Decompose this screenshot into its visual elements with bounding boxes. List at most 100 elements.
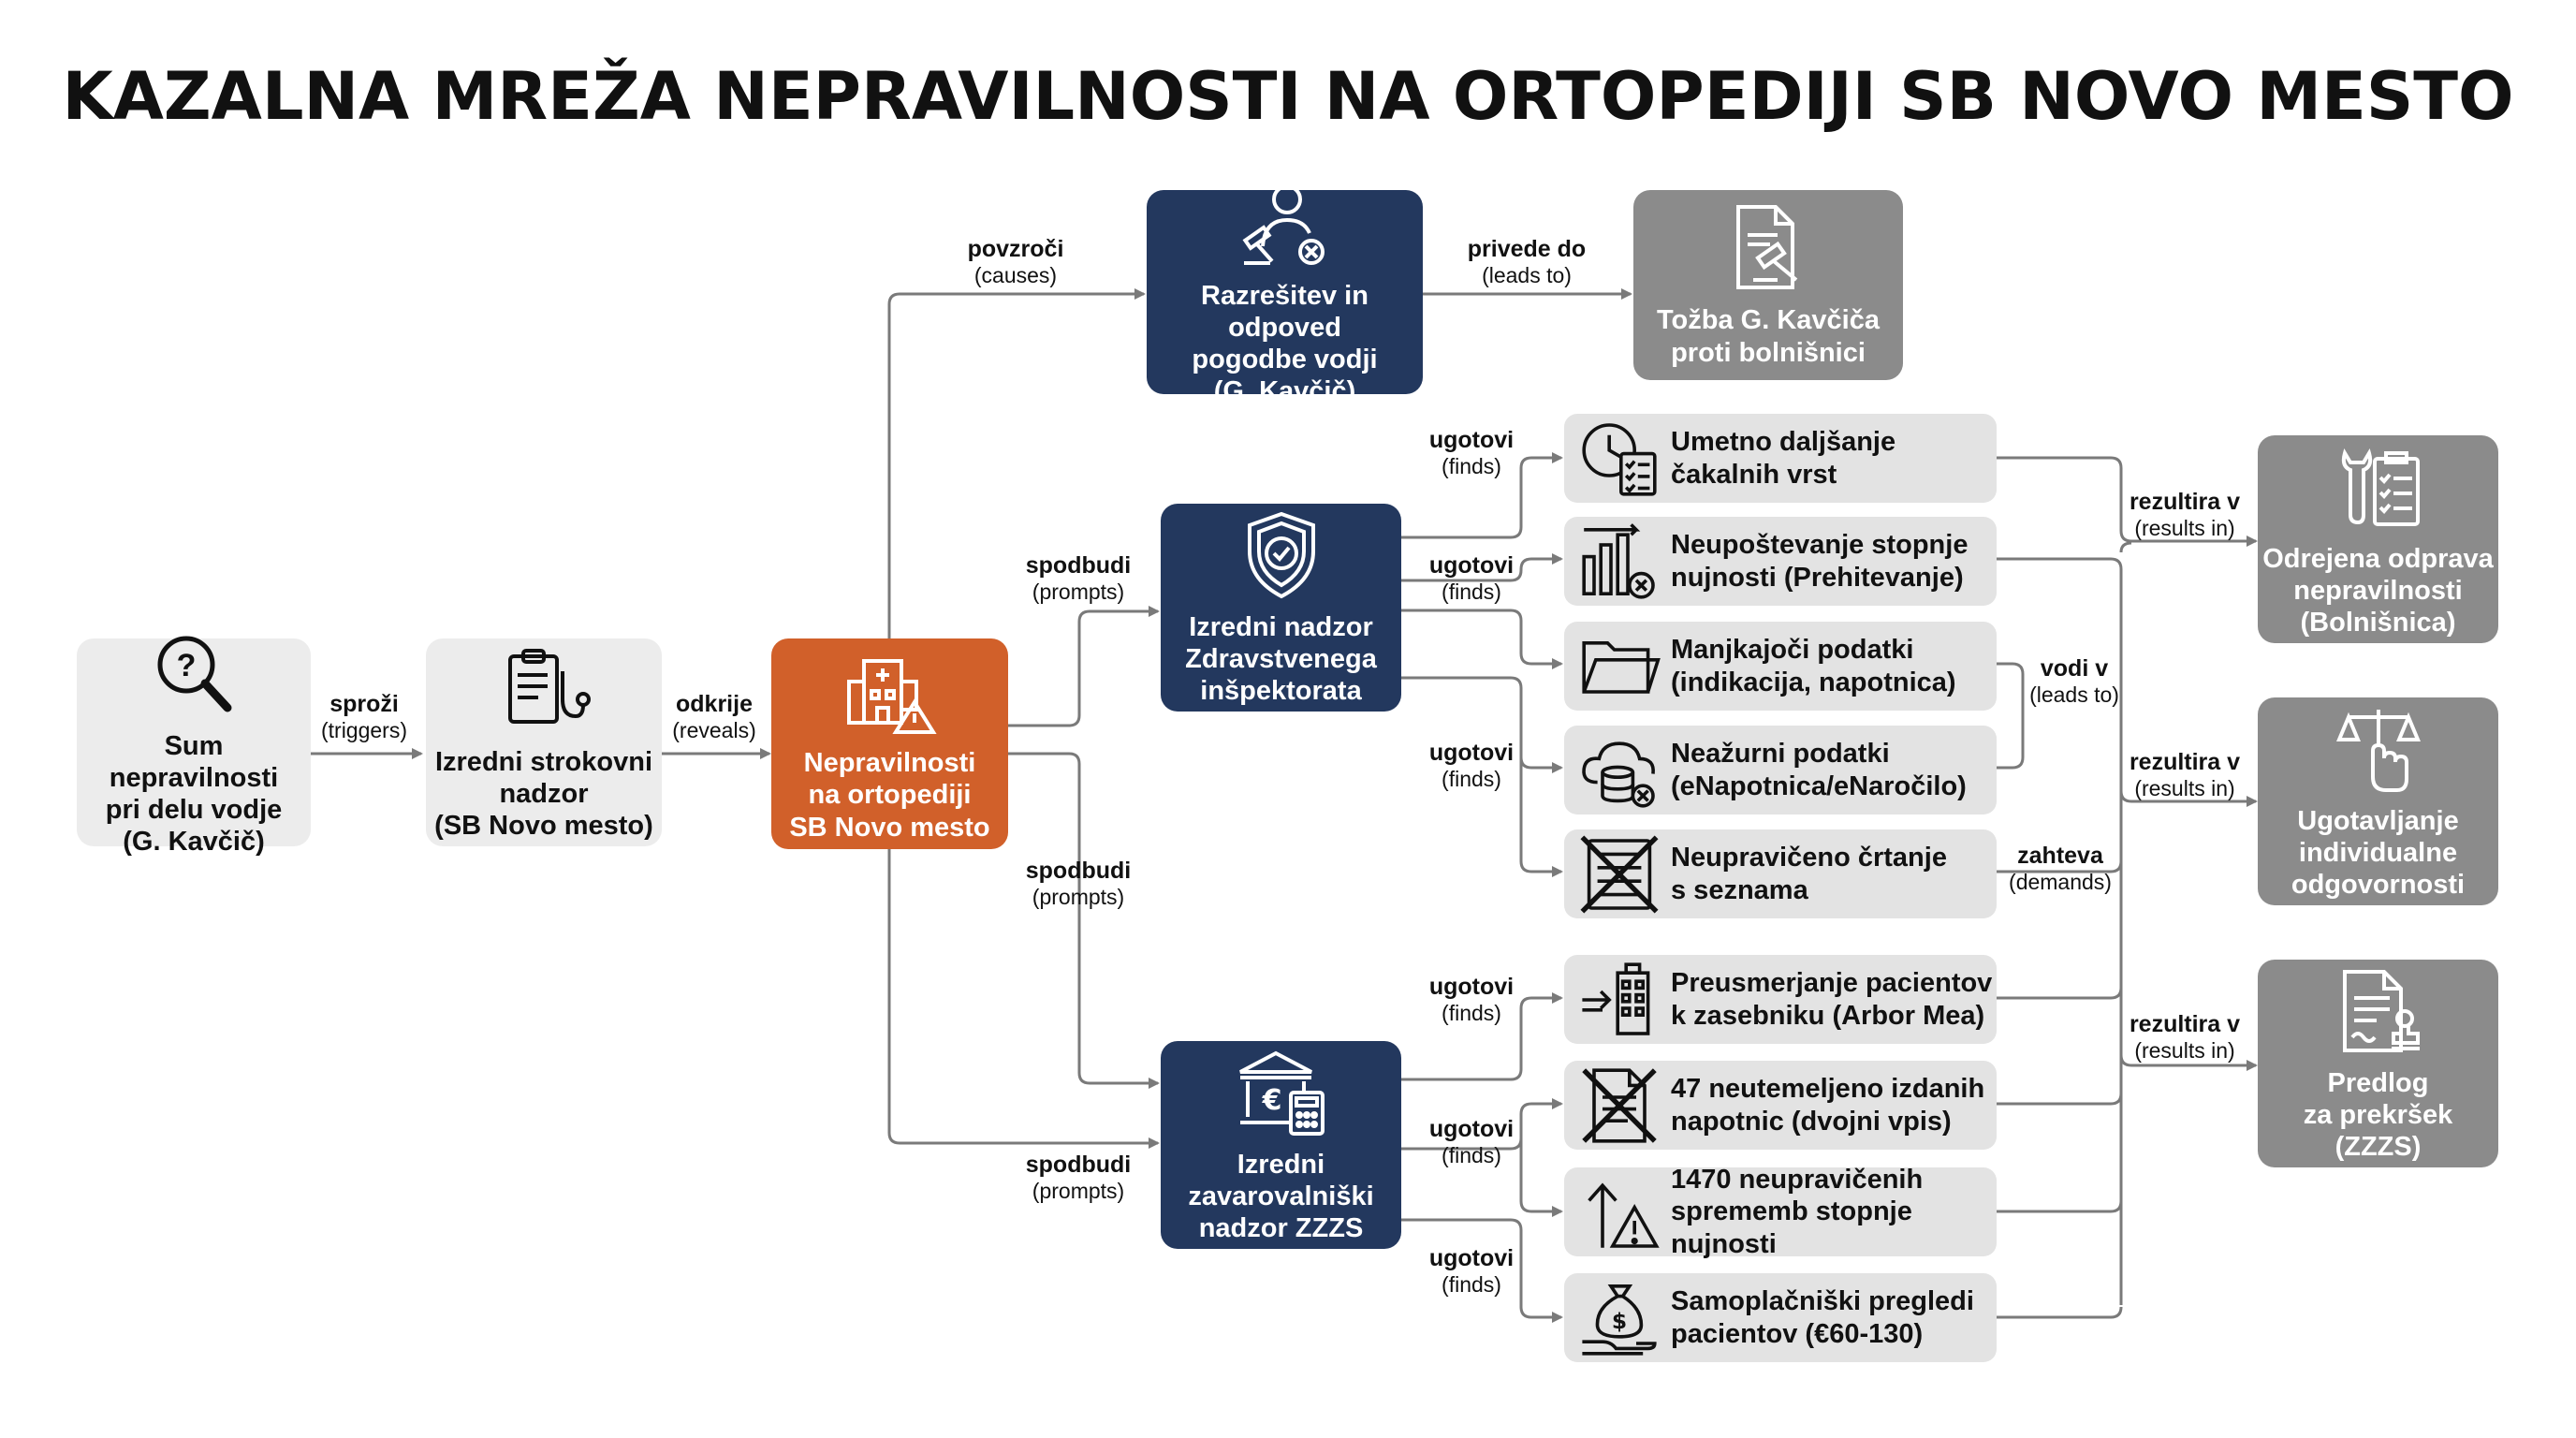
edge-label-triggers: sproži(triggers) [320, 691, 407, 742]
finding-urgency-ignored-label: Neupoštevanje stopnje nujnosti (Prehitev… [1671, 530, 1969, 593]
finding-self-paying: $ Samoplačniški pregledi pacientov (€60-… [1564, 1273, 1997, 1362]
person-gavel-icon [1242, 183, 1325, 265]
edge-label-finds-6: ugotovi(finds) [1428, 1245, 1515, 1297]
node-zzzs-review: € Izredni zavarovalniški nadzor ZZZS [1161, 1041, 1401, 1249]
node-suspicion: ? Sum nepravilnosti pri delu vodje (G. K… [77, 636, 311, 857]
edge-results-3 [2119, 1054, 2258, 1071]
outcome-fix-ordered-label: Odrejena odprava nepravilnosti (Bolnišni… [2262, 543, 2494, 638]
crossed-list-icon [1580, 834, 1659, 914]
finding-redirecting-patients: Preusmerjanje pacientov k zasebniku (Arb… [1564, 955, 1997, 1044]
edge-finds-2b [1519, 757, 1563, 877]
edge-label-leads-to-lawsuit: privede do(leads to) [1467, 236, 1587, 287]
finding-urgency-changes: 1470 neupravičenih sprememb stopnje nujn… [1564, 1165, 1997, 1259]
finding-unjustified-removal: Neupravičeno črtanje s seznama [1564, 829, 1997, 918]
edge-f6-out [1997, 987, 2123, 1000]
arrow-building-icon [1582, 961, 1650, 1035]
edge-prompts-3 [887, 849, 1160, 1149]
node-lawsuit-label: Tožba G. Kavčiča proti bolnišnici [1657, 305, 1880, 368]
finding-unfounded-referrals: 47 neutemeljeno izdanih napotnic (dvojni… [1564, 1061, 1997, 1150]
cloud-database-icon [1582, 741, 1655, 808]
document-gavel-icon [1736, 205, 1798, 290]
edge-results-2 [2119, 790, 2258, 807]
edge-label-results-2: rezultira v(results in) [2129, 749, 2241, 800]
edge-finds-1 [1401, 452, 1563, 539]
finding-self-paying-label: Samoplačniški pregledi pacientov (€60-13… [1671, 1286, 1974, 1349]
edge-f3-out [1997, 662, 2025, 770]
edge-label-finds-2: ugotovi(finds) [1428, 552, 1515, 604]
outcome-offence-proposal: Predlog za prekršek (ZZZS) [2258, 960, 2498, 1167]
edge-results-top [2119, 541, 2132, 553]
outcome-individual-responsibility-label: Ugotavljanje individualne odgovornosti [2291, 805, 2466, 901]
svg-text:?: ? [177, 648, 197, 683]
edge-label-prompts-3: spodbudi(prompts) [1025, 1152, 1132, 1203]
edge-finds-5 [1401, 1218, 1563, 1323]
crossed-document-icon [1582, 1067, 1657, 1143]
edge-label-finds-1: ugotovi(finds) [1428, 427, 1515, 478]
bank-euro-calculator-icon: € [1238, 1050, 1325, 1136]
shield-check-icon [1247, 511, 1315, 598]
wrench-clipboard-icon [2341, 448, 2420, 526]
node-expert-review-label: Izredni strokovni nadzor (SB Novo mesto) [434, 746, 653, 842]
edge-label-prompts-1: spodbudi(prompts) [1025, 552, 1132, 604]
finding-missing-data-label: Manjkajoči podatki (indikacija, napotnic… [1671, 635, 1956, 697]
edge-finds-1c [1401, 609, 1563, 669]
folder-icon [1582, 640, 1661, 694]
finding-waiting-lists-label: Umetno daljšanje čakalnih vrst [1671, 427, 1896, 490]
edge-f9-out [1997, 1306, 2123, 1319]
magnifier-question-icon: ? [157, 636, 232, 712]
edge-f1-out [1997, 456, 2258, 547]
node-suspicion-label: Sum nepravilnosti pri delu vodje (G. Kav… [105, 730, 283, 858]
document-stamp-icon [2342, 969, 2420, 1052]
outcome-offence-proposal-label: Predlog za prekršek (ZZZS) [2303, 1067, 2453, 1163]
edge-prompts-1 [1008, 606, 1160, 727]
edge-finds-2 [1401, 676, 1563, 773]
edge-f8-out [1997, 1200, 2123, 1213]
scales-hand-icon [2335, 709, 2421, 792]
clipboard-stethoscope-icon [508, 648, 591, 724]
node-irregularities-label: Nepravilnosti na ortopediji SB Novo mest… [789, 748, 990, 843]
outcome-fix-ordered: Odrejena odprava nepravilnosti (Bolnišni… [2258, 435, 2498, 643]
edge-label-leads-to-2: vodi v(leads to) [2029, 655, 2119, 707]
node-expert-review: Izredni strokovni nadzor (SB Novo mesto) [426, 638, 662, 846]
finding-missing-data: Manjkajoči podatki (indikacija, napotnic… [1564, 622, 1997, 711]
finding-urgency-changes-label: 1470 neupravičenih sprememb stopnje nujn… [1671, 1165, 1924, 1259]
edge-label-results-1: rezultira v(results in) [2129, 489, 2241, 540]
finding-unfounded-referrals-label: 47 neutemeljeno izdanih napotnic (dvojni… [1671, 1074, 1985, 1137]
edge-label-reveals: odkrije(reveals) [672, 691, 756, 742]
edge-f7-out [1997, 1093, 2123, 1106]
edge-finds-4b [1519, 1138, 1563, 1217]
edge-finds-1b [1401, 553, 1563, 582]
edge-f2-out [1997, 557, 2123, 1305]
node-irregularities: Nepravilnosti na ortopediji SB Novo mest… [771, 638, 1008, 849]
finding-unjustified-removal-label: Neupravičeno črtanje s seznama [1671, 843, 1947, 905]
finding-urgency-ignored: Neupoštevanje stopnje nujnosti (Prehitev… [1564, 517, 1997, 606]
edge-label-results-3: rezultira v(results in) [2129, 1011, 2241, 1063]
node-lawsuit: Tožba G. Kavčiča proti bolnišnici [1633, 190, 1903, 380]
edge-prompts-2 [1008, 752, 1160, 1089]
edge-label-prompts-2: spodbudi(prompts) [1025, 858, 1132, 909]
svg-text:€: € [1261, 1084, 1281, 1117]
node-health-inspectorate-label: Izredni nadzor Zdravstvenega inšpektorat… [1185, 611, 1377, 707]
edge-label-finds-5: ugotovi(finds) [1428, 1116, 1515, 1167]
node-zzzs-review-label: Izredni zavarovalniški nadzor ZZZS [1188, 1149, 1374, 1244]
node-health-inspectorate: Izredni nadzor Zdravstvenega inšpektorat… [1161, 504, 1401, 712]
finding-waiting-lists: Umetno daljšanje čakalnih vrst [1564, 414, 1997, 503]
finding-redirecting-patients-label: Preusmerjanje pacientov k zasebniku (Arb… [1671, 968, 1993, 1031]
edge-finds-4 [1401, 1098, 1563, 1151]
hospital-warning-icon [846, 659, 937, 735]
clock-checklist-icon [1582, 422, 1657, 496]
outcome-individual-responsibility: Ugotavljanje individualne odgovornosti [2258, 697, 2498, 905]
money-bag-hand-icon: $ [1582, 1284, 1657, 1356]
edge-label-finds-3: ugotovi(finds) [1428, 740, 1515, 791]
edge-causes [887, 288, 1146, 638]
finding-outdated-data: Neažurni podatki (eNapotnica/eNaročilo) [1564, 726, 1997, 814]
arrow-up-warning-icon [1588, 1181, 1660, 1248]
finding-outdated-data-label: Neažurni podatki (eNapotnica/eNaročilo) [1671, 739, 1967, 801]
bars-cancel-icon [1582, 522, 1655, 599]
edge-finds-3 [1401, 992, 1563, 1081]
node-dismissal: Razrešitev in odpoved pogodbe vodji (G. … [1147, 183, 1423, 406]
edge-f5-out [1997, 860, 2123, 873]
diagram-title: KAZALNA MREŽA NEPRAVILNOSTI NA ORTOPEDIJ… [62, 58, 2514, 135]
edge-label-finds-4: ugotovi(finds) [1428, 974, 1515, 1025]
